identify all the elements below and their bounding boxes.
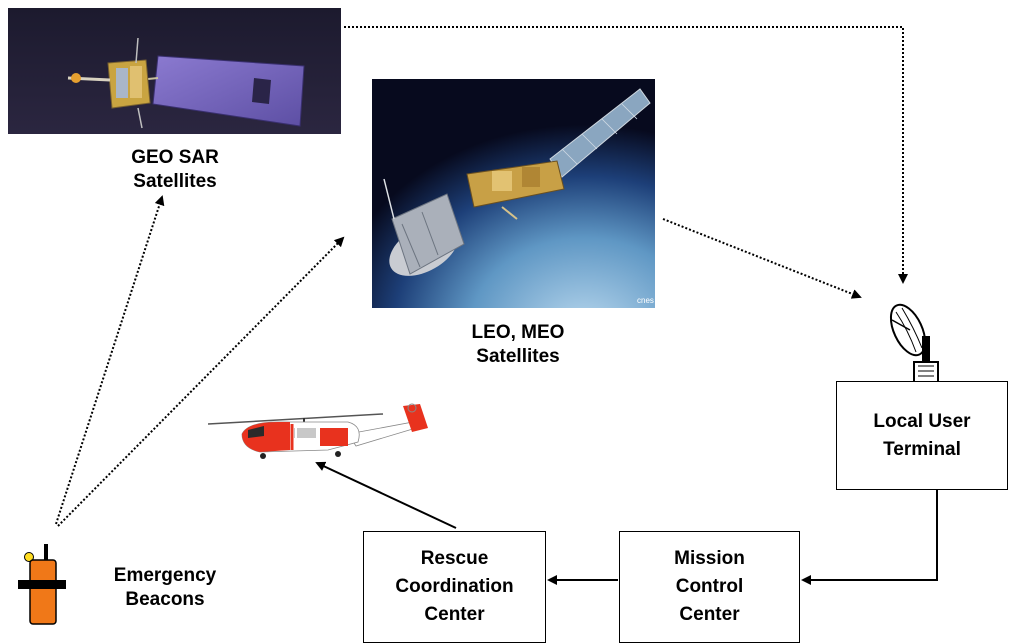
beacon-label-line1: Emergency [113, 565, 217, 586]
geo-label-line1: GEO SAR [131, 147, 219, 168]
leo-label-line1: LEO, MEO [471, 322, 565, 343]
arrow-leo-to-terminal [662, 218, 862, 299]
lut-label-line2: Terminal [883, 438, 961, 460]
arrow-lut-to-mcc [801, 489, 938, 585]
emergency-beacon-icon [14, 544, 70, 626]
rescue-coordination-center-box: Rescue Coordination Center [363, 531, 546, 643]
mcc-label-line3: Center [679, 604, 740, 625]
cnes-watermark: cnes [637, 296, 654, 305]
mcc-label-line2: Control [675, 576, 744, 597]
leo-meo-satellite-image: cnes [372, 79, 655, 308]
beacon-label-line2: Beacons [125, 589, 205, 610]
satellite-dish-icon [882, 300, 957, 384]
geo-satellites-label: GEO SAR Satellites [95, 146, 255, 194]
leo-label-line2: Satellites [476, 346, 560, 367]
lut-label-line1: Local User [873, 410, 971, 432]
rcc-label-line3: Center [424, 604, 485, 625]
mission-control-center-box: Mission Control Center [619, 531, 800, 643]
rcc-label-line2: Coordination [395, 576, 514, 597]
mcc-label-line1: Mission [674, 548, 745, 569]
arrow-geo-to-terminal [344, 26, 908, 284]
emergency-beacons-label: Emergency Beacons [85, 564, 245, 612]
geo-satellite-image [8, 8, 341, 134]
rescue-helicopter-icon [208, 398, 440, 460]
arrow-rcc-to-helicopter [315, 461, 457, 529]
rcc-label-line1: Rescue [420, 548, 489, 569]
leo-meo-satellites-label: LEO, MEO Satellites [438, 321, 598, 369]
arrow-beacon-to-geo [55, 195, 165, 525]
arrow-beacon-to-leo [57, 236, 345, 527]
geo-label-line2: Satellites [133, 171, 217, 192]
local-user-terminal-box: Local User Terminal [836, 381, 1008, 490]
